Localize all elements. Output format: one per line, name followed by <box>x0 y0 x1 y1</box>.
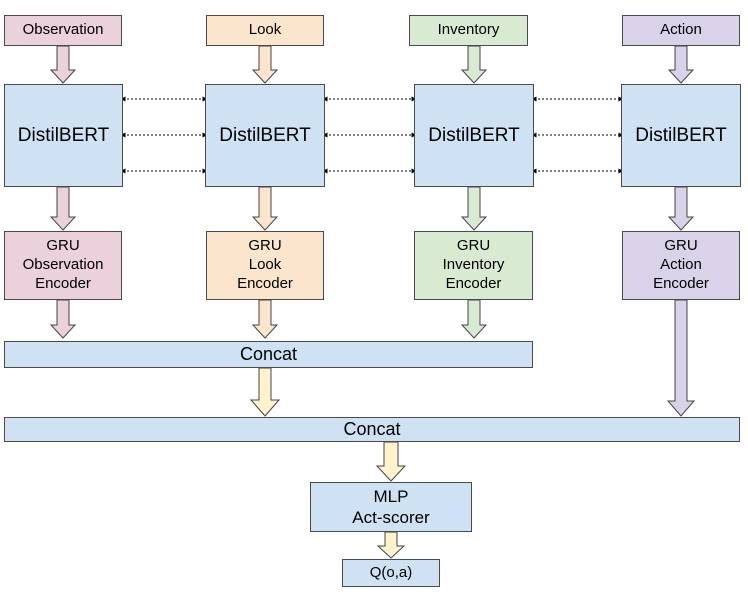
arrow-gru-inventory-to-concat <box>460 299 488 339</box>
gru-observation-line-1: GRU <box>46 237 80 255</box>
gru-inventory-line-3: Encoder <box>445 274 502 292</box>
arrow-bert-to-gru-inventory <box>460 186 488 231</box>
arrow-observation-to-bert <box>49 45 77 84</box>
gru-observation-encoder: GRU Observation Encoder <box>4 231 122 300</box>
gru-look-line-3: Encoder <box>237 274 293 292</box>
arrow-inventory-to-bert <box>460 45 488 84</box>
arrow-gru-look-to-concat <box>251 299 279 339</box>
arrow-look-to-bert <box>251 45 279 84</box>
inventory-input-label: Inventory <box>437 21 500 39</box>
mlp-act-scorer: MLP Act-scorer <box>310 482 472 532</box>
observation-input-box: Observation <box>4 15 122 46</box>
mlp-line-2: Act-scorer <box>352 508 430 527</box>
distilbert-observation-label: DistilBERT <box>17 124 110 146</box>
arrow-action-to-bert <box>667 45 695 84</box>
concat-encoders: Concat <box>4 341 533 368</box>
gru-observation-line-2: Observation <box>22 256 104 274</box>
arrow-concat-to-final-concat <box>249 367 281 417</box>
arrow-bert-to-gru-look <box>251 186 279 231</box>
distilbert-look-label: DistilBERT <box>219 124 311 146</box>
gru-observation-line-3: Encoder <box>35 274 91 292</box>
observation-input-label: Observation <box>22 21 104 39</box>
arrow-concat-to-mlp <box>375 441 407 482</box>
gru-inventory-line-1: GRU <box>456 237 491 255</box>
gru-look-encoder: GRU Look Encoder <box>206 231 324 300</box>
action-input-label: Action <box>660 21 702 39</box>
arrow-gru-observation-to-concat <box>49 299 77 339</box>
distilbert-action-label: DistilBERT <box>635 124 727 146</box>
arrow-gru-action-to-final-concat <box>666 299 696 417</box>
gru-look-line-2: Look <box>248 256 282 274</box>
gru-action-line-3: Encoder <box>653 274 709 292</box>
look-input-label: Look <box>248 21 282 39</box>
distilbert-inventory-label: DistilBERT <box>428 124 520 146</box>
look-input-box: Look <box>206 15 324 46</box>
concat-final: Concat <box>4 417 740 442</box>
gru-inventory-encoder: GRU Inventory Encoder <box>414 231 533 300</box>
arrow-mlp-to-output <box>376 531 406 559</box>
gru-inventory-line-2: Inventory <box>442 256 505 274</box>
distilbert-inventory: DistilBERT <box>414 84 534 187</box>
action-input-box: Action <box>622 15 740 46</box>
gru-look-line-1: GRU <box>248 237 282 255</box>
distilbert-look: DistilBERT <box>205 84 325 187</box>
gru-action-line-1: GRU <box>664 237 698 255</box>
distilbert-observation: DistilBERT <box>4 84 123 187</box>
mlp-line-1: MLP <box>373 486 409 506</box>
concat-encoders-label: Concat <box>239 344 298 365</box>
distilbert-action: DistilBERT <box>621 84 741 187</box>
gru-action-line-2: Action <box>660 256 702 274</box>
q-value-label: Q(o,a) <box>369 563 413 581</box>
inventory-input-box: Inventory <box>409 15 528 46</box>
concat-final-label: Concat <box>343 419 401 440</box>
arrow-bert-to-gru-observation <box>49 186 77 231</box>
gru-action-encoder: GRU Action Encoder <box>622 231 740 300</box>
q-value-output: Q(o,a) <box>342 559 440 587</box>
arrow-bert-to-gru-action <box>667 186 695 231</box>
